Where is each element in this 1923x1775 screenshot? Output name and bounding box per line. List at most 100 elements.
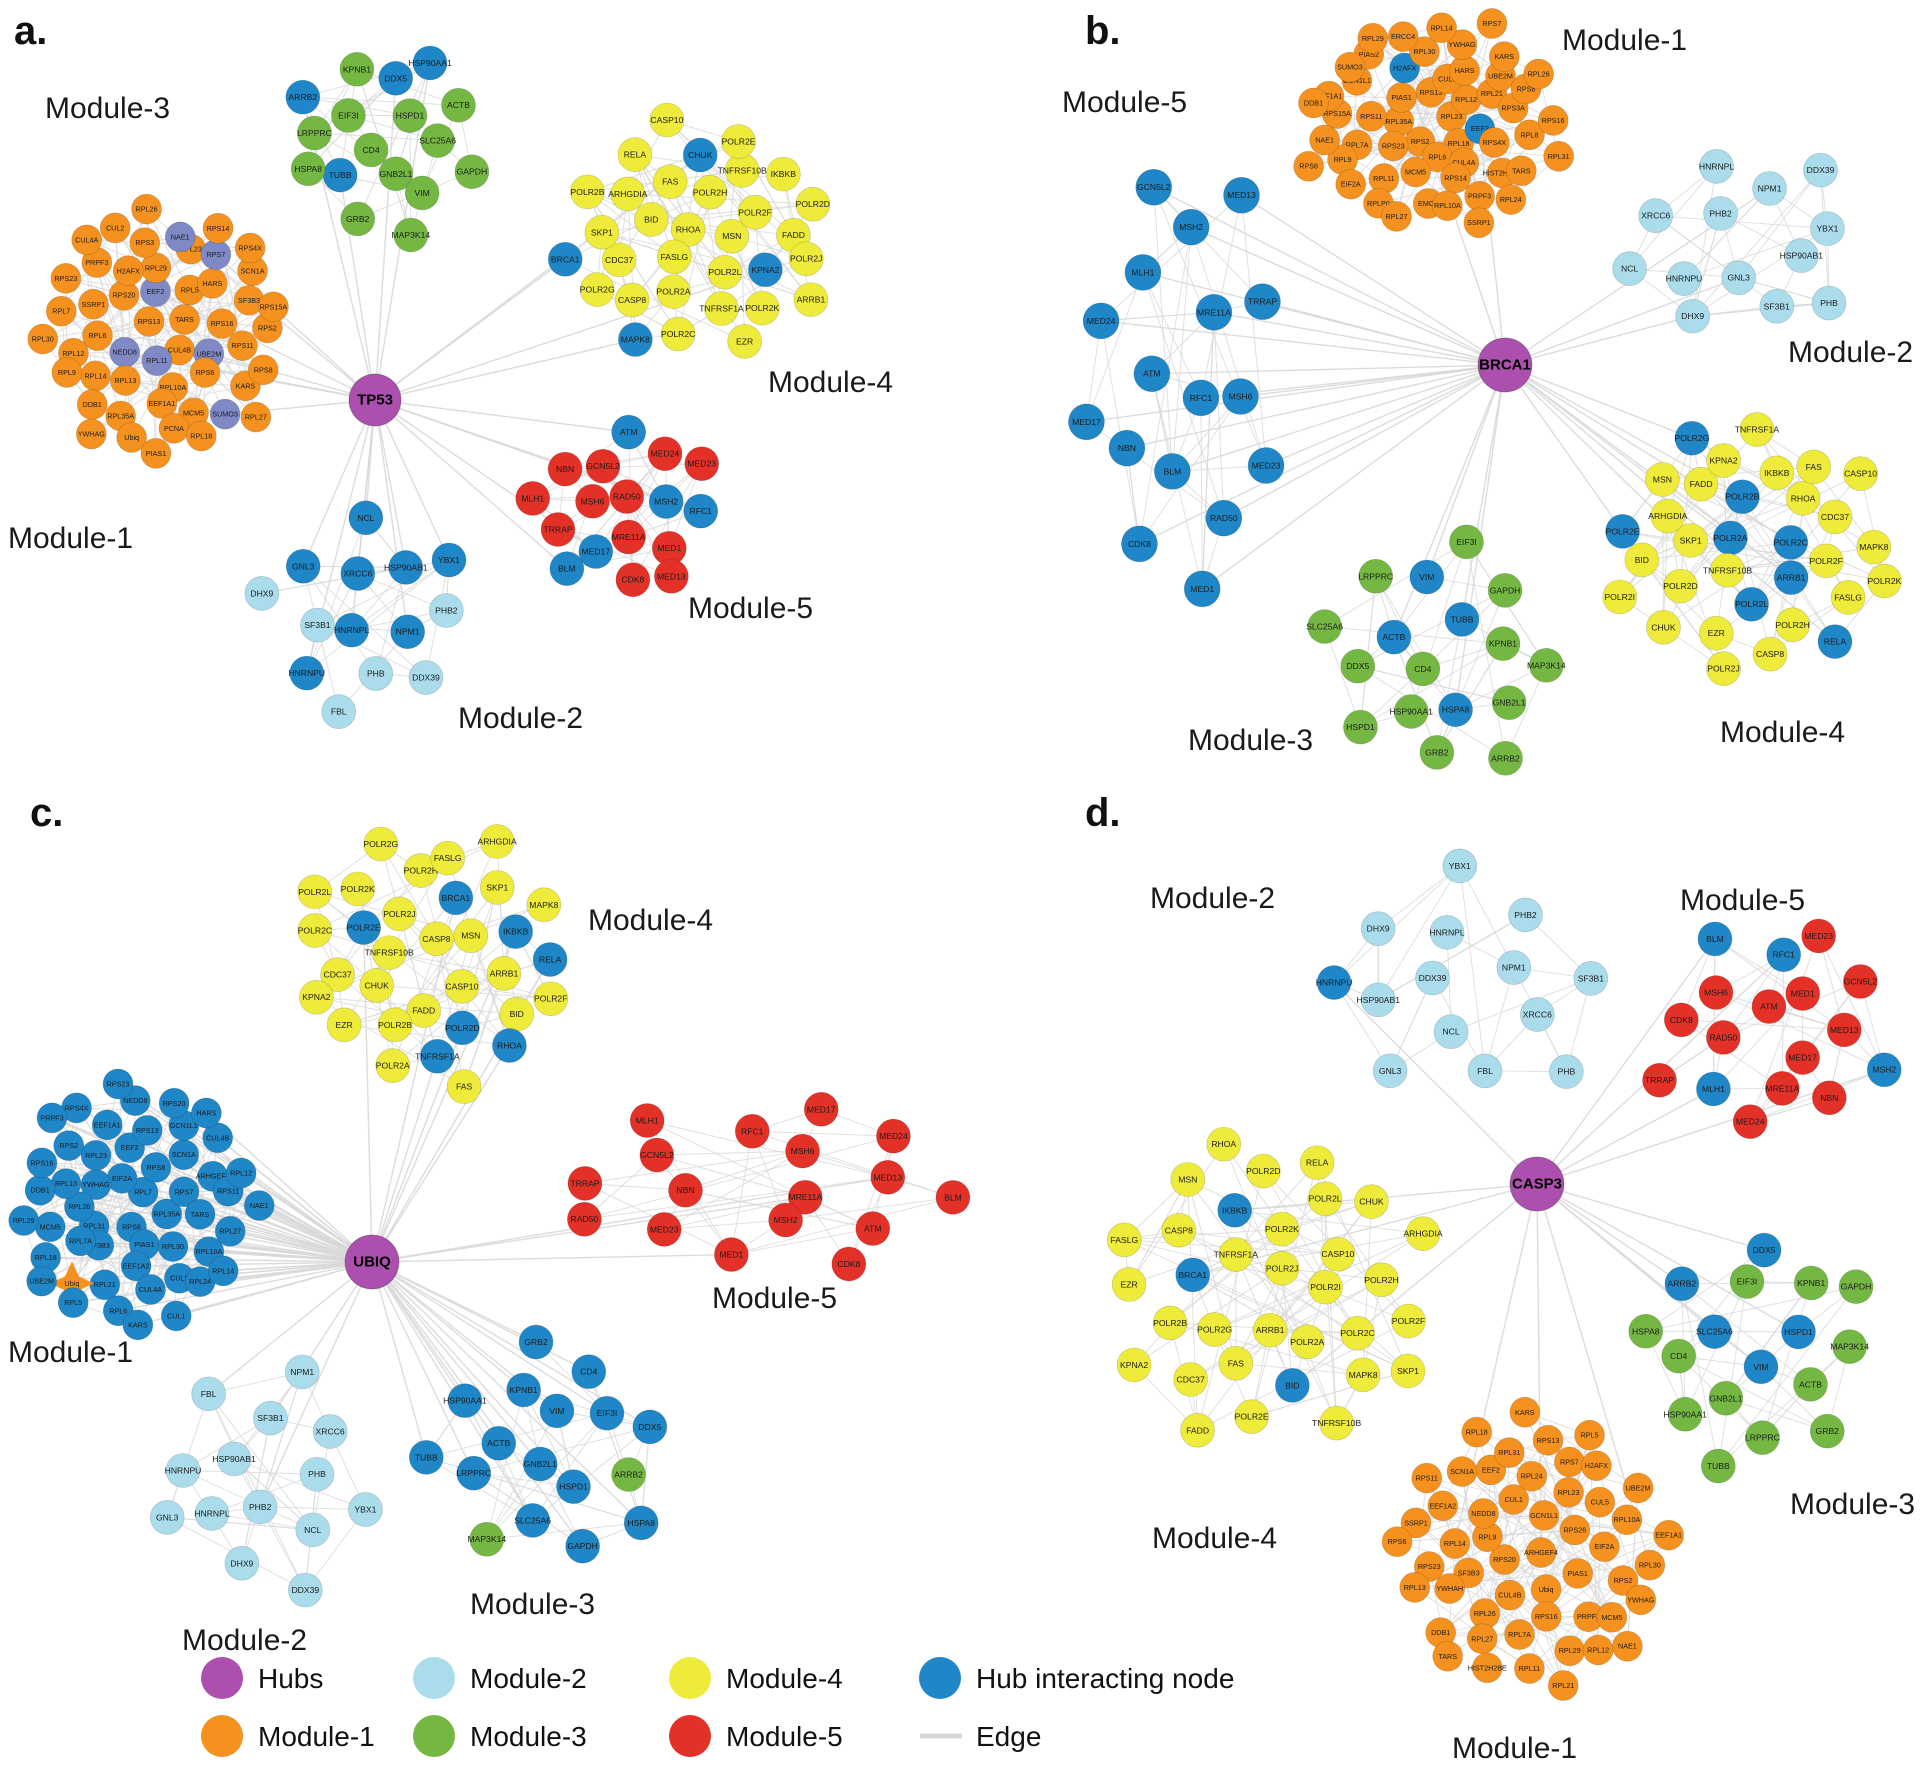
node-label: H2AFX <box>1585 1461 1608 1470</box>
node-label: ACTB <box>1799 1379 1822 1389</box>
node-MSH6 <box>575 483 610 519</box>
node-label: SUMO3 <box>212 410 238 419</box>
cluster-module-3: CD4TUBBHSPA8ACTBKPNB1HSP90AA1VIMGNB2L1DD… <box>1306 524 1566 776</box>
edge <box>1761 1282 1812 1438</box>
node-label: EEF2 <box>1482 1465 1500 1474</box>
node-label: MED23 <box>687 459 716 469</box>
node-label: RHOA <box>676 225 701 235</box>
node-POLR2G <box>1197 1312 1232 1347</box>
node-label: GNB2L1 <box>1493 698 1526 708</box>
node-RHOA <box>670 212 706 247</box>
node-POLR2B <box>1725 479 1760 515</box>
node-label: TNFRSF10B <box>718 165 767 175</box>
hub-edge <box>1086 364 1506 423</box>
node-label: RELA <box>1306 1158 1329 1168</box>
hub-edge <box>1426 364 1506 578</box>
node-MLH1 <box>1696 1071 1731 1107</box>
edge <box>1357 665 1506 759</box>
hub-node-TP53 <box>348 373 402 427</box>
node-ARHGDIA <box>610 176 646 212</box>
node-label: FASLG <box>1834 592 1862 602</box>
node-NPM1 <box>1752 171 1787 206</box>
edge <box>1101 311 1214 322</box>
node-ARRB2 <box>1664 1266 1700 1302</box>
edge <box>1545 1534 1669 1617</box>
node-label: TNFRSF1A <box>1214 1250 1259 1260</box>
node-CASP8 <box>614 282 650 318</box>
node-label: HSPD1 <box>559 1482 588 1492</box>
node-RPL26 <box>1523 58 1554 90</box>
node-label: RPL18 <box>190 431 212 440</box>
node-label: NAE1 <box>171 232 190 241</box>
node-CUL5 <box>1584 1486 1616 1518</box>
node-label: SCN1A <box>172 1150 196 1159</box>
node-NCL <box>295 1512 331 1548</box>
node-KARS <box>1488 41 1520 72</box>
node-label: CUL4B <box>1498 1591 1521 1600</box>
node-label: ARRB2 <box>1491 753 1520 763</box>
legend-swatch-m4 <box>669 1657 711 1699</box>
node-label: MED17 <box>581 547 610 557</box>
node-CD4 <box>571 1354 607 1390</box>
hub-edge <box>1536 938 1716 1185</box>
node-label: SKP1 <box>1397 1366 1419 1376</box>
node-label: KARS <box>236 381 256 390</box>
edge <box>1426 1477 1624 1581</box>
node-label: VIM <box>549 1406 564 1416</box>
hub-edge <box>1201 364 1506 590</box>
node-label: CASP8 <box>618 295 646 305</box>
node-label: RPL5 <box>181 285 199 294</box>
node-label: SKP1 <box>486 882 508 892</box>
node-label: RPL13 <box>114 376 136 385</box>
node-RPL23 <box>1553 1476 1584 1508</box>
node-NPM1 <box>390 614 425 650</box>
edge <box>1235 1268 1283 1364</box>
node-XRCC6 <box>340 556 376 591</box>
node-RPS3 <box>129 227 161 259</box>
node-label: EZR <box>1708 628 1725 638</box>
node-label: RPL29 <box>13 1216 35 1225</box>
node-CDC37 <box>1817 499 1853 535</box>
node-label: RPL12 <box>1455 95 1477 104</box>
node-TNFRSF10B <box>1710 552 1745 588</box>
node-label: HSPD1 <box>396 111 425 121</box>
node-RPL26 <box>64 1191 95 1223</box>
edge <box>1187 1179 1339 1255</box>
hub-edge <box>1291 1183 1538 1386</box>
node-label: POLR2L <box>1309 1194 1342 1204</box>
node-label: MRE11A <box>612 532 646 542</box>
node-label: POLR2A <box>1713 533 1747 543</box>
node-label: RPL12 <box>230 1169 252 1178</box>
node-label: DHX9 <box>1681 311 1704 321</box>
node-label: POLR2B <box>571 187 605 197</box>
hub-edge <box>371 1045 511 1263</box>
node-NPM1 <box>284 1354 320 1390</box>
node-label: RPL11 <box>146 356 167 365</box>
node-label: EEF1A2 <box>123 1261 150 1270</box>
module-label: Module-4 <box>1720 716 1845 749</box>
node-MRE11A <box>1195 293 1233 331</box>
node-label: MSH6 <box>581 496 605 506</box>
node-PHB <box>358 656 394 691</box>
node-NAE1 <box>243 1190 275 1221</box>
node-MSH6 <box>1222 378 1259 415</box>
node-label: CASP10 <box>1844 469 1877 479</box>
node-label: RPL35A <box>107 411 134 420</box>
node-label: RPS2 <box>59 1141 78 1150</box>
node-TUBB <box>1700 1448 1736 1484</box>
node-RAD50 <box>567 1201 602 1237</box>
edge <box>677 258 807 335</box>
node-XRCC6 <box>1519 997 1555 1032</box>
edge <box>1683 188 1770 279</box>
node-label: RPS20 <box>1493 1555 1516 1564</box>
node-label: POLR2L <box>1735 599 1768 609</box>
panel-letter: c. <box>30 791 63 835</box>
node-RPS11 <box>227 330 258 362</box>
module-label: Module-1 <box>8 1336 133 1369</box>
node-PIAS1 <box>1562 1558 1594 1589</box>
node-label: XRCC6 <box>316 1426 345 1436</box>
node-label: RAD50 <box>1210 513 1238 523</box>
node-SSRP1 <box>78 288 109 320</box>
node-label: XRCC6 <box>1523 1010 1552 1020</box>
module-label: Module-2 <box>182 1624 307 1657</box>
